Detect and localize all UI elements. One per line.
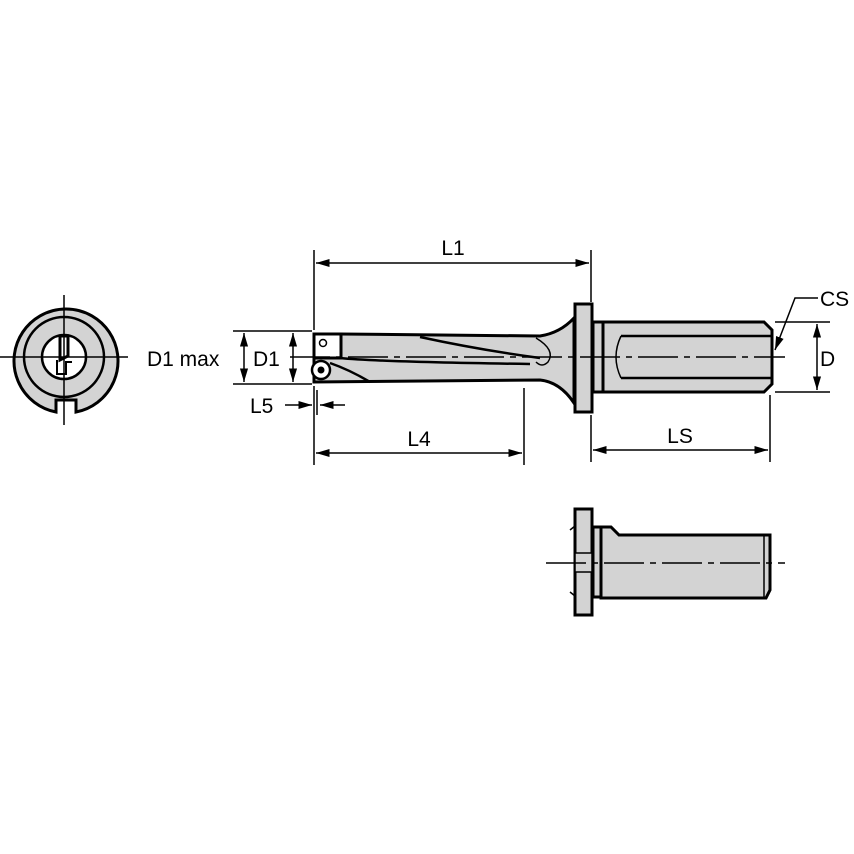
dimension-d: D [775, 321, 835, 393]
dimension-l5: L5 [250, 390, 345, 418]
dim-label-d: D [820, 348, 835, 371]
dimension-l1: L1 [313, 237, 592, 330]
dimension-cs: CS [774, 288, 849, 351]
dimension-l4: L4 [313, 386, 525, 465]
dim-label-l4: L4 [407, 428, 431, 451]
shank-flat-view [546, 507, 785, 617]
dimension-ls: LS [590, 395, 771, 462]
dim-label-cs: CS [820, 288, 849, 311]
side-view [290, 302, 785, 414]
dim-label-l5: L5 [250, 395, 273, 418]
dimension-d1: D1 max D1 [147, 330, 312, 385]
end-view [0, 295, 128, 425]
dim-label-d1: D1 [253, 348, 280, 371]
dim-label-ls: LS [667, 425, 693, 448]
dim-label-l1: L1 [441, 237, 464, 260]
dim-label-d1-max: D1 max [147, 348, 220, 371]
